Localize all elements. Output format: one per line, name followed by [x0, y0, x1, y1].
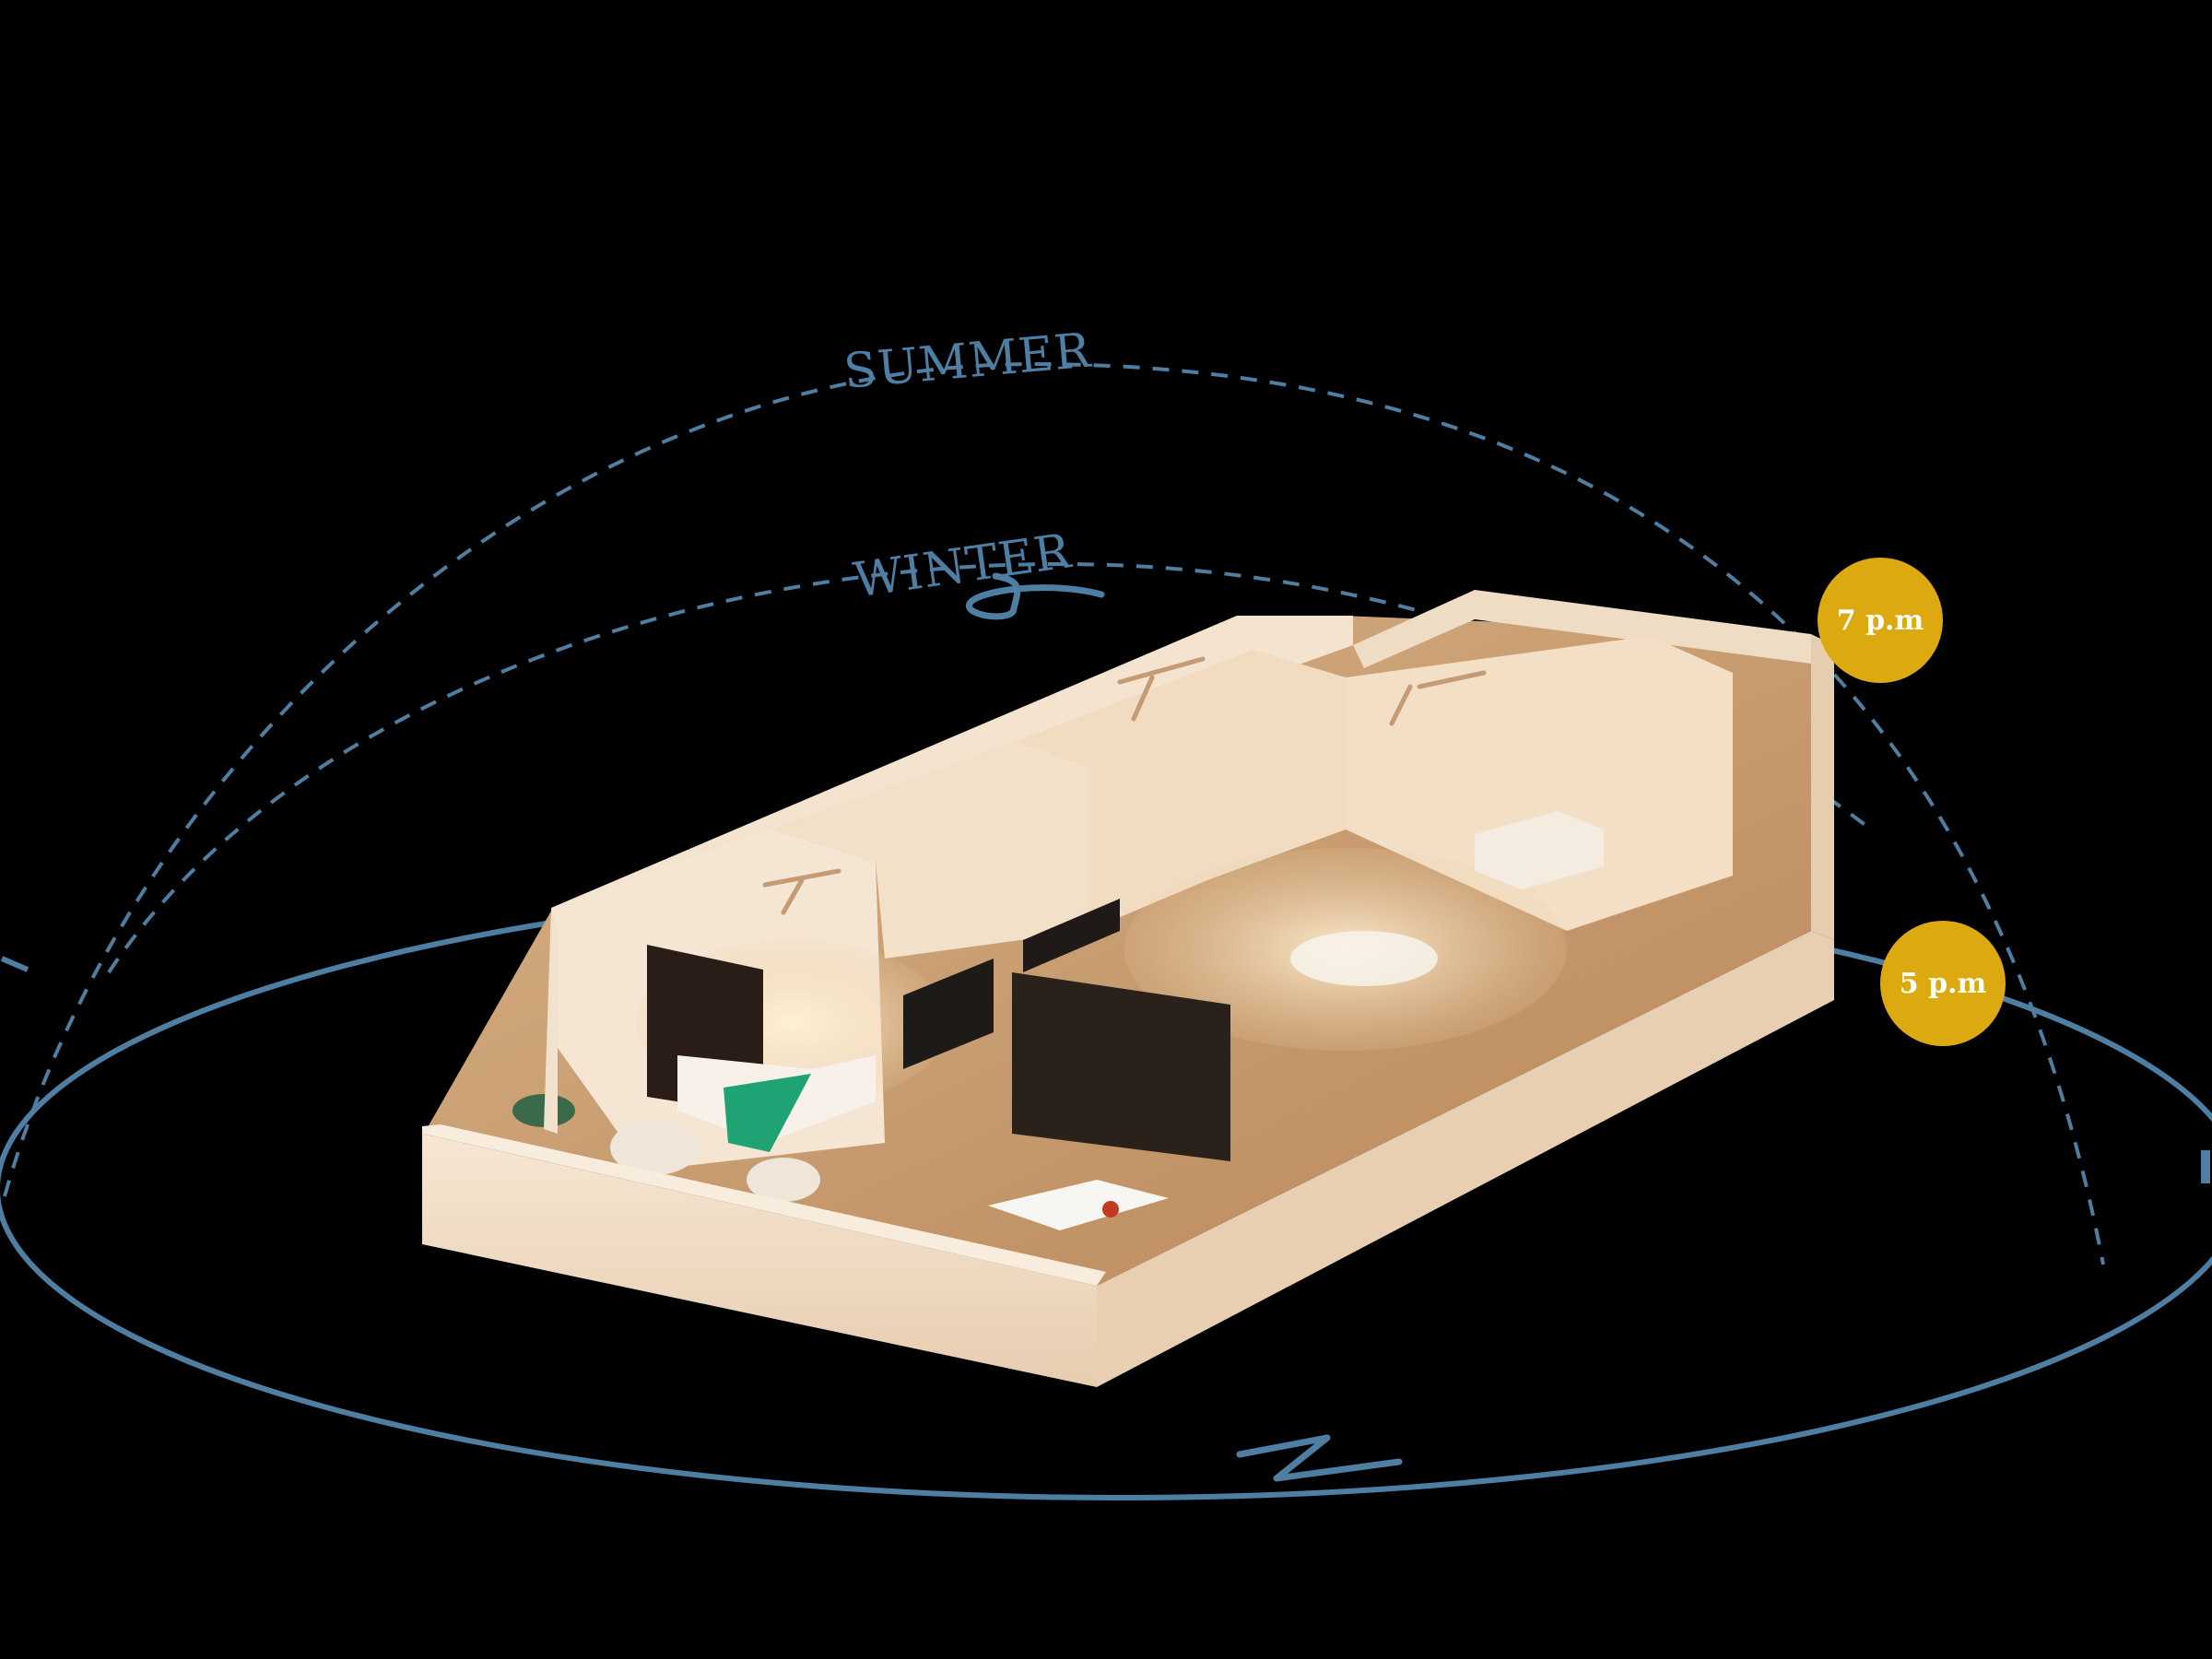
bedroom-2-walls: [770, 742, 1088, 959]
tv-panel: [903, 959, 994, 1069]
ceiling-fan: [762, 656, 1487, 915]
front-wall-left: [422, 1134, 1097, 1387]
side-wall-left: [544, 908, 558, 1134]
apartment-back-wall-right: [1353, 590, 1811, 668]
time-marker-5pm: 5 p.m: [1880, 921, 2006, 1046]
kitchen-walls: [1346, 636, 1733, 931]
sofa: [1475, 811, 1604, 889]
bathroom-walls: [1014, 650, 1346, 931]
compass-north-marker: [1236, 1434, 1403, 1482]
summer-label: SUMMER: [841, 323, 1094, 399]
inner-glass-partition: [1023, 899, 1120, 972]
time-marker-7pm: 7 p.m: [1818, 558, 1943, 683]
time-marker-7pm-label: 7 p.m: [1837, 605, 1924, 637]
time-marker-5pm-label: 5 p.m: [1900, 968, 1987, 1000]
orbit-tick-right: [2201, 1150, 2210, 1183]
front-wall-top-left: [422, 1124, 1106, 1286]
bed-cover: [724, 1074, 811, 1152]
fruit-bowl: [1102, 1201, 1119, 1218]
armchair-2: [747, 1158, 820, 1202]
terrace-table: [988, 1180, 1169, 1230]
terrace-plant: [512, 1094, 575, 1127]
dining-table: [1290, 931, 1438, 986]
winter-label: WINTER: [851, 524, 1076, 609]
armchair: [610, 1120, 699, 1175]
apartment-3d-model: [422, 590, 1834, 1387]
front-wall-right: [1097, 931, 1834, 1387]
balcony-door: [1012, 972, 1230, 1161]
orbit-tick-left: [0, 956, 29, 972]
side-wall-right: [1811, 634, 1834, 940]
compass-south-marker: [966, 572, 1105, 620]
